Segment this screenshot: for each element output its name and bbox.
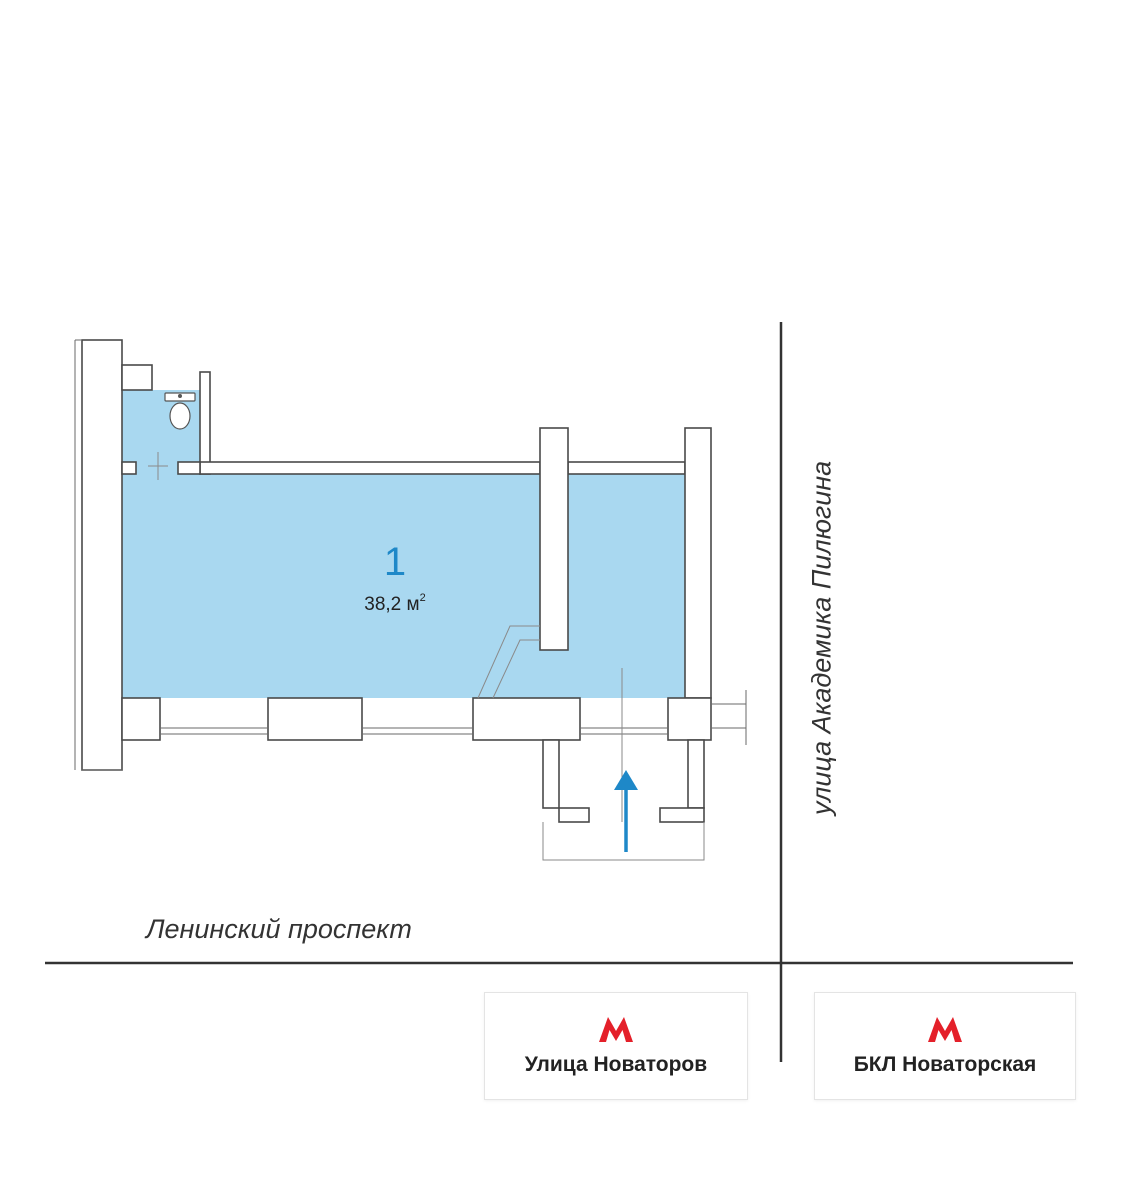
bottom-pier-1	[267, 697, 363, 741]
metro-card-novatorov[interactable]: Улица Новаторов	[484, 992, 748, 1100]
windows	[74, 339, 747, 771]
left-wall	[81, 339, 123, 771]
room-number: 1	[383, 540, 407, 584]
metro-m-icon	[599, 1017, 633, 1042]
street-lines	[45, 322, 1073, 1062]
bottom-pier-3	[667, 697, 712, 741]
guide-lines	[148, 452, 705, 861]
top-wall	[199, 461, 541, 475]
vestibule-wall-left-foot	[558, 807, 590, 823]
wc-wall-right	[199, 371, 211, 475]
wc-pad-right	[177, 461, 201, 475]
metro-station-name: БКЛ Новаторская	[853, 1053, 1037, 1076]
wc-pad-left	[121, 461, 137, 475]
right-wall	[684, 427, 712, 699]
bottom-pier-2	[472, 697, 581, 741]
bottom-wall-1	[121, 697, 161, 741]
room-area: 38,2 м2	[364, 592, 426, 615]
metro-card-novatorskaya[interactable]: БКЛ Новаторская	[814, 992, 1076, 1100]
entrance-arrow-icon	[614, 770, 638, 852]
interior-column	[539, 427, 569, 651]
toilet-icon	[164, 392, 196, 430]
metro-m-icon	[928, 1017, 962, 1042]
street-label-leninsky: Ленинский проспект	[146, 914, 412, 944]
room-fill	[122, 390, 685, 698]
vestibule-wall-left	[542, 739, 560, 809]
metro-station-name: Улица Новаторов	[524, 1053, 708, 1076]
wc-wall-left	[121, 364, 153, 391]
vestibule-wall-right-foot	[659, 807, 705, 823]
vestibule-wall-right	[687, 739, 705, 809]
top-wall-right	[567, 461, 686, 475]
